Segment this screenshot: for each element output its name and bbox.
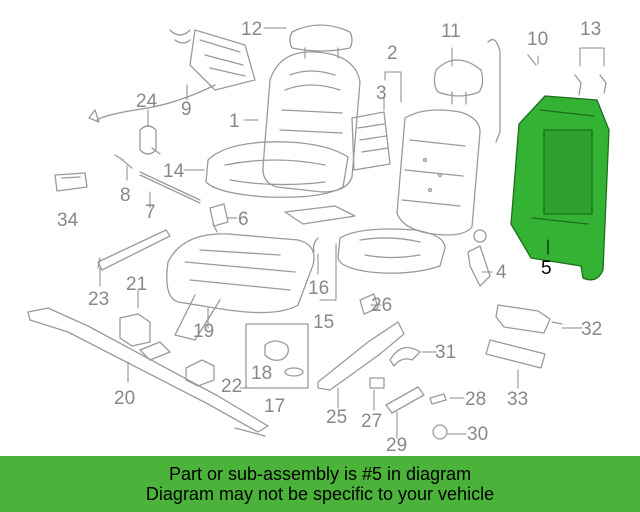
nut-part-30 xyxy=(432,424,448,440)
module-part-33 xyxy=(485,339,546,369)
wiring-harness-part xyxy=(88,29,256,123)
switch-part-34 xyxy=(54,172,88,192)
callout-14: 14 xyxy=(163,161,185,182)
callout-22: 22 xyxy=(221,376,243,397)
banner-line-2: Diagram may not be specific to your vehi… xyxy=(145,484,495,504)
leader-lines xyxy=(99,27,605,439)
callout-31: 31 xyxy=(435,342,457,363)
callout-4: 4 xyxy=(496,262,507,283)
callout-27: 27 xyxy=(361,411,383,432)
seat-cushion-cover-part xyxy=(205,141,349,198)
sensor-mat-part-16 xyxy=(284,205,356,253)
motor-part-6 xyxy=(209,203,229,233)
callout-15: 15 xyxy=(313,312,335,333)
seat-back-frame-part-5 xyxy=(510,95,610,281)
callout-3: 3 xyxy=(376,83,387,104)
callout-19: 19 xyxy=(193,321,215,342)
callout-29: 29 xyxy=(386,435,408,456)
callout-6: 6 xyxy=(238,209,249,230)
callout-1: 1 xyxy=(229,111,240,132)
side-shield-part-25 xyxy=(317,321,405,391)
seat-back-cushion-part-2 xyxy=(396,109,481,236)
callout-12: 12 xyxy=(241,19,263,40)
callout-32: 32 xyxy=(581,319,603,340)
callout-30: 30 xyxy=(467,424,489,445)
callout-5: 5 xyxy=(541,258,552,279)
callout-9: 9 xyxy=(181,99,192,120)
callout-33: 33 xyxy=(507,389,529,410)
bracket-part-21 xyxy=(119,313,151,347)
banner-line-1: Part or sub-assembly is #5 in diagram xyxy=(168,464,472,484)
kit-box-part-17 xyxy=(245,323,309,389)
callout-24: 24 xyxy=(136,91,158,112)
callout-18: 18 xyxy=(251,363,273,384)
callout-11: 11 xyxy=(441,21,461,42)
callout-8: 8 xyxy=(120,185,131,206)
parts-diagram xyxy=(27,24,610,440)
callout-17: 17 xyxy=(264,396,286,417)
rail-trim-part-23 xyxy=(97,229,171,271)
seat-track-part-20 xyxy=(27,307,269,437)
callout-21: 21 xyxy=(126,274,148,295)
cushion-pad-part-15 xyxy=(337,228,446,274)
handle-part-31 xyxy=(389,346,421,367)
hinge-part-4 xyxy=(467,229,491,287)
callout-10: 10 xyxy=(527,29,549,50)
guide-part-13 xyxy=(574,74,607,96)
rod-part-10 xyxy=(487,38,537,143)
bracket-part-22 xyxy=(185,359,215,387)
callout-34: 34 xyxy=(57,210,79,231)
callout-2: 2 xyxy=(387,43,398,64)
callout-20: 20 xyxy=(114,388,136,409)
callout-26: 26 xyxy=(371,295,393,316)
switch-part-27 xyxy=(369,377,385,389)
info-banner: Part or sub-assembly is #5 in diagram Di… xyxy=(0,456,640,512)
callout-13: 13 xyxy=(580,19,602,40)
headrest-rear-part-11 xyxy=(433,59,484,105)
seat-back-upholstery-part xyxy=(262,51,361,193)
bracket-part-24 xyxy=(139,125,161,155)
knob-part-28 xyxy=(429,393,447,405)
actuator-part-32 xyxy=(495,304,563,334)
callout-16: 16 xyxy=(308,278,330,299)
cover-part-26 xyxy=(359,293,379,315)
bolt-part-8 xyxy=(114,154,133,169)
callout-23: 23 xyxy=(88,289,110,310)
pad-part-3 xyxy=(351,111,391,171)
rod-part-7 xyxy=(139,171,201,204)
switch-panel-part-29 xyxy=(385,386,425,414)
callout-25: 25 xyxy=(326,407,348,428)
callout-7: 7 xyxy=(145,202,156,223)
callout-28: 28 xyxy=(465,389,487,410)
